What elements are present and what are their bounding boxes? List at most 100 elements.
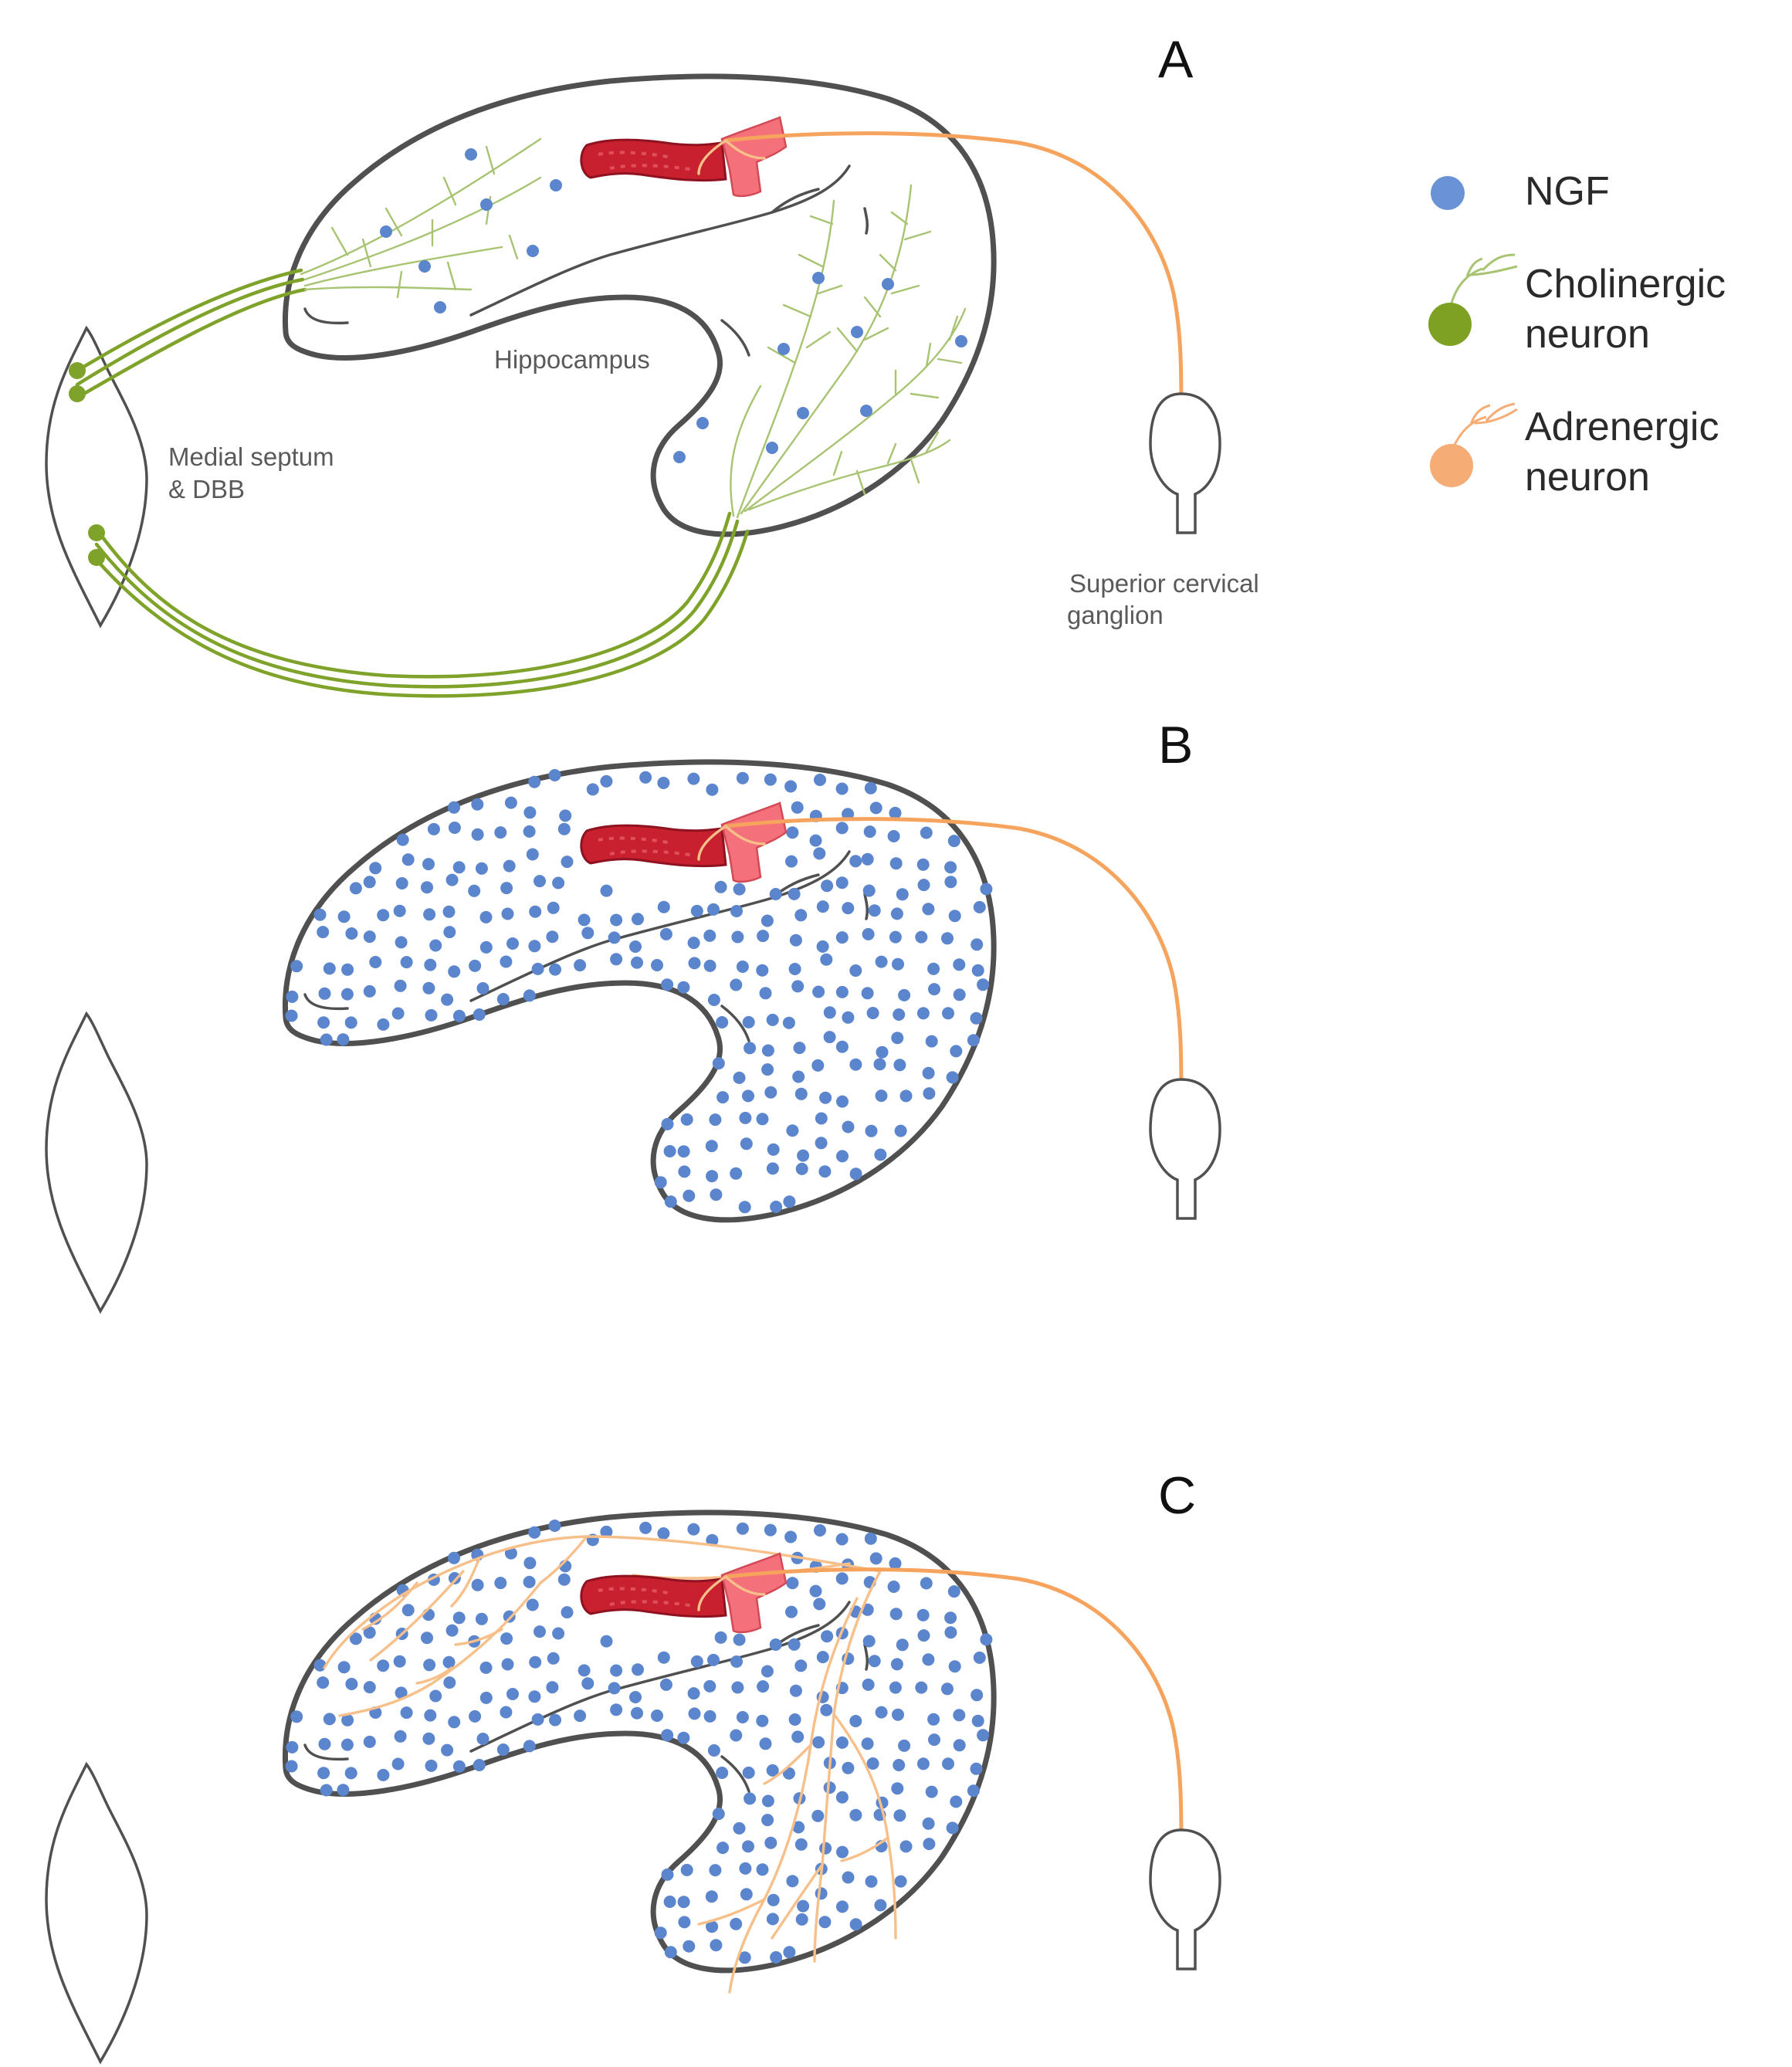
ngf-dot: [849, 1715, 862, 1727]
ngf-dot: [815, 1112, 828, 1125]
ngf-dot: [863, 825, 876, 839]
ngf-dot: [680, 1113, 693, 1126]
ngf-dot: [425, 1008, 438, 1022]
ngf-dot: [794, 1838, 808, 1851]
panel-b: B: [45, 716, 1221, 1313]
ngf-dot: [610, 953, 623, 966]
ngf-dot: [953, 1709, 966, 1722]
ngf-dot: [760, 914, 774, 927]
ngf-dot: [791, 1730, 805, 1743]
ngf-dot: [836, 1095, 849, 1108]
ngf-dot: [526, 848, 539, 861]
ngf-dot: [842, 1761, 855, 1774]
ngf-dot: [922, 1066, 935, 1079]
ngf-dot: [788, 1713, 801, 1726]
ngf-dot: [703, 1679, 716, 1693]
ngf-dot: [967, 1034, 980, 1047]
ngf-dot: [861, 1737, 874, 1750]
ngf-dot: [836, 1900, 849, 1913]
ngf-dot: [452, 1611, 466, 1625]
ngf-dot: [835, 782, 849, 795]
ngf-dot: [337, 1784, 350, 1797]
ngf-dot: [448, 822, 461, 834]
ngf-dot: [811, 1809, 825, 1822]
ngf-dot: [789, 1684, 802, 1697]
ngf-dot: [849, 855, 862, 868]
ngf-dot: [421, 881, 433, 894]
ngf-dot: [767, 1893, 780, 1906]
ngf-dot: [977, 1729, 990, 1742]
ngf-dot: [736, 961, 749, 973]
ngf-dot: [819, 1842, 832, 1855]
adrenergic-sprouting: [323, 1535, 897, 1994]
ngf-dot: [820, 953, 833, 966]
legend-item-cholinergic: Cholinergic neuron: [1428, 253, 1726, 357]
ngf-dot: [448, 1716, 461, 1729]
ngf-dot: [738, 1201, 751, 1214]
septum-label-line2: & DBB: [168, 475, 245, 503]
ngf-dot: [663, 1896, 676, 1908]
ngf-dot: [421, 1632, 433, 1645]
ngf-dot: [710, 1188, 723, 1201]
ngf-dot: [442, 905, 456, 918]
ngf-dot: [893, 1008, 906, 1021]
ngf-dot: [922, 1817, 935, 1830]
ngf-dot: [869, 801, 882, 815]
ngf-dot: [756, 1113, 769, 1126]
ngf-dot: [821, 1630, 834, 1643]
ngf-dot: [504, 796, 517, 809]
ngf-dot: [814, 774, 826, 786]
ngf-dot: [469, 959, 482, 972]
ngf-dot: [663, 1145, 676, 1157]
ngf-dot: [898, 1739, 911, 1752]
ngf-dot: [716, 1767, 729, 1779]
ngf-dot: [503, 859, 516, 873]
ngf-dot: [317, 1676, 330, 1689]
ngf-dot: [785, 1605, 798, 1618]
ngf-dot: [707, 1744, 720, 1757]
ngf-dot: [678, 1916, 691, 1929]
ngf-dot: [369, 956, 382, 968]
ngf-dot: [424, 958, 437, 971]
ngf-dot: [677, 981, 690, 994]
ngf-dot: [941, 932, 954, 945]
ngf-dot: [523, 989, 536, 1002]
scg-label-line1: Superior cervical: [1069, 569, 1259, 598]
ngf-dot: [706, 1170, 719, 1183]
ngf-dot: [423, 1659, 436, 1672]
ngf-dot: [659, 1678, 672, 1691]
ngf-dot: [819, 1091, 832, 1104]
ngf-dots-dense: [285, 1520, 993, 1964]
ngf-dot: [927, 962, 940, 975]
ngf-dot: [677, 1896, 690, 1909]
ngf-dot: [812, 1736, 825, 1749]
ngf-dot: [795, 1162, 808, 1175]
ngf-dot: [377, 909, 390, 922]
ngf-dot: [868, 1655, 881, 1668]
ngf-dot: [770, 1201, 783, 1213]
ngf-dot: [760, 1665, 774, 1678]
ngf-dot: [862, 884, 876, 897]
ngf-dot: [899, 1840, 913, 1853]
ngf-dot: [393, 1655, 406, 1668]
ngf-dot: [479, 1661, 493, 1674]
ngf-dot: [733, 1821, 746, 1835]
ngf-dot: [769, 888, 782, 900]
ngf-dot: [925, 1785, 938, 1798]
ngf-dot: [425, 1759, 438, 1772]
ngf-dot: [874, 1899, 887, 1912]
ngf-dot: [861, 987, 874, 1000]
ngf-dot: [920, 826, 933, 839]
ngf-dot: [500, 955, 513, 968]
ngf-dot: [706, 783, 719, 796]
panel-c: C: [45, 1466, 1221, 2063]
ngf-dot: [552, 876, 565, 889]
ngf-dot: [899, 1089, 913, 1103]
ngf-dot: [873, 1058, 886, 1071]
ngf-dot: [836, 1845, 849, 1859]
ngf-dot: [690, 904, 703, 917]
ngf-dot: [891, 1032, 904, 1045]
ngf-legend-dot: [1431, 176, 1465, 210]
ngf-dot: [341, 963, 354, 976]
ngf-dot: [349, 882, 362, 895]
